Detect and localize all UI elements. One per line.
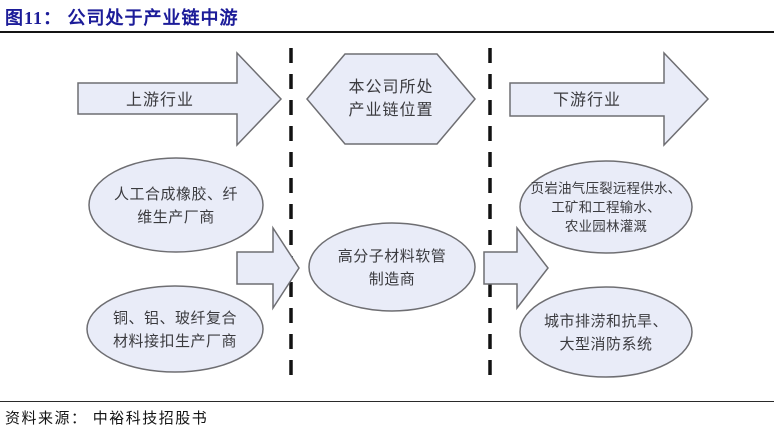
ellipse-shape [519,160,693,254]
right-arrow-shape [483,225,549,311]
downstream-ellipse2-line1: 城市排涝和抗旱、 [544,313,668,330]
downstream-applications-ellipse-firefighting: 城市排涝和抗旱、 大型消防系统 [519,286,693,378]
right-arrow-shape [236,225,300,311]
downstream-arrow-label: 下游行业 [553,91,621,109]
midstream-company-ellipse: 高分子材料软管 制造商 [308,222,476,312]
upstream-ellipse1-line1: 人工合成橡胶、纤 [114,186,238,203]
upstream-ellipse1-line2: 维生产厂商 [137,209,215,226]
downstream-industry-arrow: 下游行业 [509,51,710,147]
midstream-ellipse-line2: 制造商 [369,271,416,288]
upstream-industry-arrow: 上游行业 [77,51,283,147]
downstream-ellipse1-line2: 工矿和工程输水、 [551,200,661,215]
hexagon-label-line1: 本公司所处 [348,78,433,96]
source-note: 资料来源： 中裕科技招股书 [5,411,209,427]
hexagon-shape [306,53,476,145]
upstream-ellipse2-line2: 材料接扣生产厂商 [113,333,237,350]
right-arrow-shape [509,51,710,147]
footer-divider-line [0,401,774,402]
company-position-hexagon: 本公司所处 产业链位置 [306,53,476,145]
upstream-ellipse2-line1: 铜、铝、玻纤复合 [113,309,237,327]
ellipse-shape [308,222,476,312]
right-arrow-shape [77,51,283,147]
flow-arrow-upstream-to-midstream [236,225,300,311]
figure-title: 图11： 公司处于产业链中游 [5,8,239,28]
upstream-suppliers-ellipse-rubber-fiber: 人工合成橡胶、纤 维生产厂商 [88,157,264,253]
downstream-ellipse1-line1: 页岩油气压裂远程供水、 [531,181,682,196]
hexagon-label-line2: 产业链位置 [348,101,433,119]
ellipse-shape [86,285,264,373]
ellipse-shape [88,157,264,253]
industry-chain-diagram: 上游行业 本公司所处 产业链位置 下游行业 人工合成橡胶、纤 维生产厂商 铜、铝… [77,48,710,378]
upstream-suppliers-ellipse-couplings: 铜、铝、玻纤复合 材料接扣生产厂商 [86,285,264,373]
upstream-arrow-label: 上游行业 [126,91,194,109]
title-divider-line [0,31,774,33]
midstream-ellipse-line1: 高分子材料软管 [338,248,447,265]
flow-arrow-midstream-to-downstream [483,225,549,311]
ellipse-shape [519,286,693,378]
downstream-ellipse1-line3: 农业园林灌溉 [565,219,647,234]
downstream-applications-ellipse-water: 页岩油气压裂远程供水、 工矿和工程输水、 农业园林灌溉 [519,160,693,254]
downstream-ellipse2-line2: 大型消防系统 [559,336,652,353]
